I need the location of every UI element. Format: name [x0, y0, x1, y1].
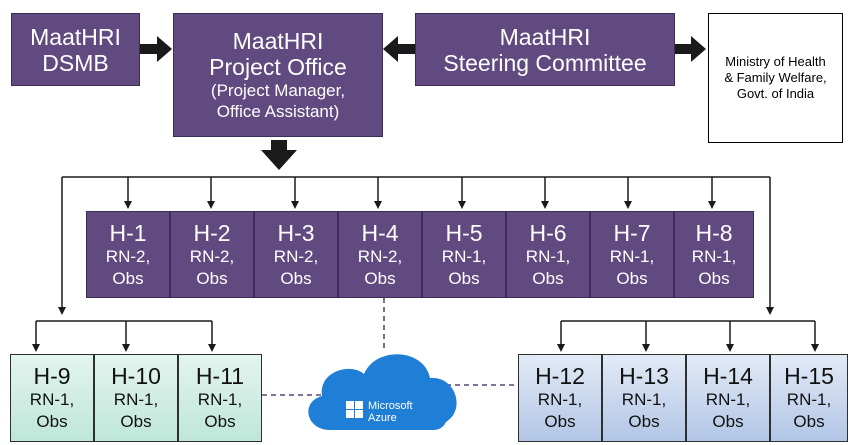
- hospital-obs: Obs: [36, 412, 68, 431]
- hospital-box: H-2 RN-2, Obs: [170, 211, 254, 298]
- hospital-staff: RN-1,: [441, 246, 487, 266]
- hospital-staff: RN-1,: [621, 390, 667, 409]
- dsmb-title: MaatHRI: [30, 23, 121, 50]
- hospital-obs: Obs: [120, 412, 152, 431]
- hospital-box: H-12 RN-1, Obs: [518, 354, 602, 442]
- hospital-obs: Obs: [698, 268, 730, 288]
- hospital-staff: RN-2,: [105, 246, 151, 266]
- hospital-box: H-7 RN-1, Obs: [590, 211, 674, 298]
- hospital-box: H-4 RN-2, Obs: [338, 211, 422, 298]
- hospital-name: H-2: [193, 219, 231, 246]
- project-office-title: MaatHRI: [232, 28, 324, 54]
- hospital-box: H-5 RN-1, Obs: [422, 211, 506, 298]
- hospital-name: H-9: [33, 363, 71, 389]
- hospital-name: H-6: [529, 219, 567, 246]
- dsmb-box: MaatHRI DSMB: [11, 13, 140, 86]
- arrow-office-down: [261, 140, 297, 170]
- hospital-name: H-5: [445, 219, 483, 246]
- hospital-box: H-11 RN-1, Obs: [178, 354, 262, 442]
- dsmb-subtitle: DSMB: [42, 49, 109, 76]
- arrow-steering-to-office: [383, 36, 415, 62]
- windows-logo-icon: [346, 401, 363, 418]
- hospital-box: H-13 RN-1, Obs: [602, 354, 686, 442]
- hospital-box: H-6 RN-1, Obs: [506, 211, 590, 298]
- hospital-staff: RN-1,: [525, 246, 571, 266]
- hospital-staff: RN-1,: [691, 246, 737, 266]
- project-office-subtitle: Project Office: [209, 54, 347, 80]
- hospital-obs: Obs: [448, 268, 480, 288]
- hospital-obs: Obs: [628, 412, 660, 431]
- hospital-box: H-15 RN-1, Obs: [770, 354, 848, 442]
- hospital-staff: RN-1,: [537, 390, 583, 409]
- hospital-name: H-1: [109, 219, 147, 246]
- project-office-box: MaatHRI Project Office (Project Manager,…: [173, 13, 383, 137]
- hospital-staff: RN-1,: [113, 390, 159, 409]
- hospital-name: H-3: [277, 219, 315, 246]
- hospital-obs: Obs: [544, 412, 576, 431]
- hospital-obs: Obs: [112, 268, 144, 288]
- hospital-name: H-8: [695, 219, 733, 246]
- hospital-box: H-10 RN-1, Obs: [94, 354, 178, 442]
- hospital-staff: RN-1,: [197, 390, 243, 409]
- project-office-role2: Office Assistant): [216, 102, 340, 121]
- hospital-box: H-9 RN-1, Obs: [10, 354, 94, 442]
- hospital-name: H-13: [619, 363, 669, 389]
- arrow-steering-to-ministry: [675, 36, 706, 62]
- steering-committee-box: MaatHRI Steering Committee: [415, 13, 675, 86]
- hospital-name: H-15: [784, 363, 834, 389]
- hospital-name: H-12: [535, 363, 585, 389]
- azure-cloud-icon: Microsoft Azure: [308, 354, 457, 430]
- hospital-staff: RN-1,: [786, 390, 832, 409]
- hospital-obs: Obs: [616, 268, 648, 288]
- project-office-role1: (Project Manager,: [210, 81, 346, 100]
- hospital-name: H-10: [111, 363, 161, 389]
- hospital-name: H-14: [703, 363, 753, 389]
- ministry-line1: Ministry of Health: [725, 54, 826, 69]
- hospital-staff: RN-1,: [29, 390, 75, 409]
- hospital-box: H-14 RN-1, Obs: [686, 354, 770, 442]
- cloud-label-line1: Microsoft: [368, 400, 413, 412]
- hospital-obs: Obs: [196, 268, 228, 288]
- hospital-obs: Obs: [364, 268, 396, 288]
- hospital-staff: RN-1,: [705, 390, 751, 409]
- cloud-label-line2: Azure: [368, 412, 397, 424]
- hospital-obs: Obs: [793, 412, 825, 431]
- hospital-staff: RN-2,: [273, 246, 319, 266]
- ministry-line3: Govt. of India: [736, 86, 815, 101]
- hospital-name: H-11: [195, 363, 245, 389]
- hospital-box: H-8 RN-1, Obs: [674, 211, 754, 298]
- hospital-obs: Obs: [712, 412, 744, 431]
- hospital-obs: Obs: [532, 268, 564, 288]
- hospital-obs: Obs: [280, 268, 312, 288]
- hospital-staff: RN-2,: [357, 246, 403, 266]
- hospital-name: H-4: [361, 219, 399, 246]
- steering-subtitle: Steering Committee: [443, 49, 647, 76]
- hospital-name: H-7: [613, 219, 651, 246]
- arrow-dsmb-to-office: [140, 36, 172, 62]
- ministry-line2: & Family Welfare,: [724, 70, 827, 85]
- hospital-box: H-1 RN-2, Obs: [86, 211, 170, 298]
- hospital-obs: Obs: [204, 412, 236, 431]
- ministry-box: Ministry of Health & Family Welfare, Gov…: [708, 13, 843, 143]
- hospital-box: H-3 RN-2, Obs: [254, 211, 338, 298]
- hospital-staff: RN-1,: [609, 246, 655, 266]
- hospital-staff: RN-2,: [189, 246, 235, 266]
- steering-title: MaatHRI: [499, 23, 591, 50]
